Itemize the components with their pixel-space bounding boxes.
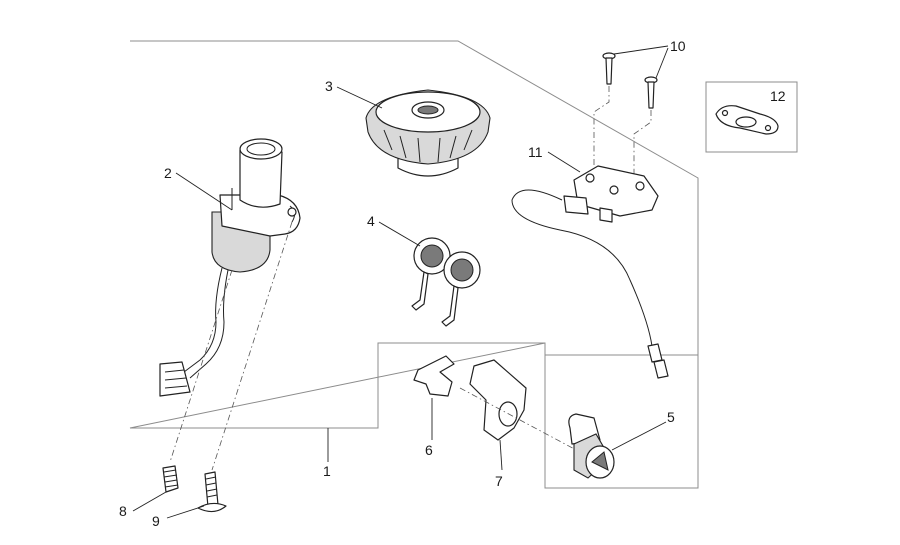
callout-6: 6 [425, 442, 433, 458]
axis-line-5 [459, 387, 581, 453]
callout-5: 5 [667, 409, 675, 425]
callout-7: 7 [495, 473, 503, 489]
screw-9-part [197, 471, 227, 513]
callout-8: 8 [119, 503, 127, 519]
seat-lock-part [511, 165, 669, 379]
leader-9 [166, 505, 205, 519]
callout-12: 12 [770, 88, 786, 104]
callout-11: 11 [528, 144, 543, 160]
kit-outline-lower [378, 342, 699, 489]
leader-11 [547, 151, 581, 173]
ignition-switch-part [159, 138, 301, 397]
fuel-cap-part [365, 89, 491, 177]
leader-3 [336, 86, 383, 109]
bracket-part [469, 359, 527, 441]
axis-line-10b [633, 110, 652, 178]
leader-8 [132, 491, 167, 512]
clip-part [413, 355, 455, 397]
callout-1: 1 [323, 463, 331, 479]
gasket-part [715, 105, 779, 135]
callout-4: 4 [367, 213, 375, 229]
leader-5 [611, 421, 667, 451]
gasket-frame [705, 81, 798, 153]
callout-2: 2 [164, 165, 172, 181]
leader-4 [378, 221, 421, 247]
leader-2 [175, 172, 233, 211]
screws-10-part [602, 52, 658, 109]
lock-barrel-part [568, 413, 615, 479]
callout-9: 9 [152, 513, 160, 529]
callout-3: 3 [325, 78, 333, 94]
keys-part [411, 237, 481, 327]
axis-line-9 [211, 221, 293, 471]
axis-line-10a [593, 86, 610, 170]
leader-10 [613, 45, 669, 79]
screw-8-part [162, 465, 179, 493]
callout-10: 10 [670, 38, 686, 54]
leader-7 [499, 439, 503, 471]
